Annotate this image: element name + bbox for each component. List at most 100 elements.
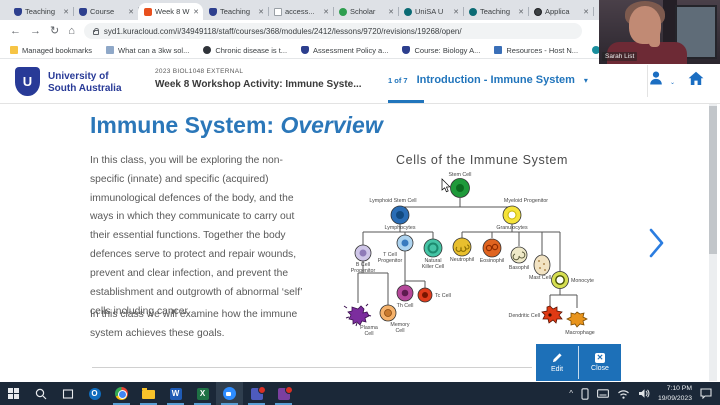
chevron-down-icon[interactable]: ⌄	[669, 79, 675, 86]
tab-close-icon[interactable]: ✕	[388, 8, 394, 16]
browser-tab[interactable]: Teaching ✕	[463, 3, 529, 20]
tab-close-icon[interactable]: ✕	[518, 8, 524, 16]
b-progenitor-label: B Cell	[356, 262, 370, 268]
browser-tab[interactable]: Course ✕	[73, 3, 139, 20]
lesson-header: U University of South Australia 2023 BIO…	[0, 59, 720, 104]
plasma-antibodies	[343, 303, 372, 327]
heading-text: Immune System:	[90, 112, 281, 138]
bookmark-item[interactable]: Assessment Policy a...	[301, 46, 388, 55]
clock-date: 19/09/2023	[657, 394, 692, 402]
tab-favicon	[274, 7, 282, 16]
memory-label2: Cell	[395, 328, 404, 334]
zoom-app-button[interactable]	[216, 382, 243, 405]
header-divider	[647, 65, 648, 97]
tab-close-icon[interactable]: ✕	[583, 8, 589, 16]
active-page-underline	[388, 100, 424, 103]
tab-close-icon[interactable]: ✕	[453, 8, 459, 16]
file-explorer-button[interactable]	[135, 382, 162, 405]
bookmark-label: Chronic disease is t...	[215, 45, 288, 55]
user-icon[interactable]	[649, 70, 666, 86]
browser-tab[interactable]: Applica ✕	[528, 3, 594, 20]
bookmark-item[interactable]: Chronic disease is t...	[203, 46, 287, 55]
bookmark-managed[interactable]: Managed bookmarks	[10, 46, 92, 55]
outlook-button[interactable]: O	[81, 382, 108, 405]
phone-icon[interactable]	[581, 387, 589, 400]
back-icon[interactable]: ←	[10, 24, 21, 37]
webcam-name-label: Sarah List	[602, 52, 638, 61]
browser-tab-active[interactable]: Week 8 W ✕	[138, 3, 203, 20]
edit-button[interactable]: Edit	[536, 344, 578, 381]
chevron-down-icon[interactable]: ▾	[583, 75, 588, 85]
mast-cell-label: Mast Cell	[529, 275, 551, 281]
browser-tab[interactable]: UniSA U ✕	[398, 3, 464, 20]
t-progenitor-label2: Progenitor	[378, 258, 403, 264]
panel-divider	[578, 346, 579, 379]
dendritic-nucleus	[548, 313, 552, 317]
tab-label: Week 8 W	[155, 7, 190, 16]
tab-close-icon[interactable]: ✕	[193, 8, 199, 16]
scrollbar-thumb[interactable]	[709, 106, 717, 254]
tab-close-icon[interactable]: ✕	[323, 8, 329, 16]
webcam-person-hand	[649, 30, 660, 47]
close-button[interactable]: ✕ Close	[579, 344, 621, 381]
bookmark-label: Course: Biology A...	[414, 45, 481, 55]
reload-icon[interactable]: ↻	[50, 24, 60, 37]
word-button[interactable]: W	[162, 382, 189, 405]
bookmark-item[interactable]: Resources - Host N...	[494, 46, 578, 55]
teams-button[interactable]	[243, 382, 270, 405]
immune-diagram: Cells of the Immune System Stem Cell Lym…	[343, 153, 595, 337]
forward-icon[interactable]: →	[30, 24, 41, 37]
home-icon[interactable]	[688, 71, 704, 86]
page-selector[interactable]: 1 of 7 Introduction - Immune System ▾	[388, 74, 588, 86]
close-label: Close	[591, 365, 609, 372]
excel-button[interactable]: X	[189, 382, 216, 405]
granulocytes-label: Granulocytes	[496, 225, 528, 231]
eosinophil-nucleus	[485, 244, 493, 252]
eosinophil-label: Eosinophil	[480, 258, 504, 264]
stem-cell-nucleus	[456, 184, 464, 192]
home-icon[interactable]: ⌂	[68, 24, 75, 37]
browser-tab[interactable]: Teaching ✕	[203, 3, 269, 20]
start-button[interactable]	[0, 382, 27, 405]
tray-expand-icon[interactable]: ^	[569, 389, 573, 398]
tc-nucleus	[422, 292, 428, 298]
unisa-name-line2: South Australia	[48, 83, 122, 94]
stem-cell-label: Stem Cell	[449, 172, 472, 178]
chrome-button[interactable]	[108, 382, 135, 405]
tab-close-icon[interactable]: ✕	[63, 8, 69, 16]
keyboard-icon[interactable]	[597, 389, 609, 398]
course-title: Week 8 Workshop Activity: Immune Syste..…	[155, 79, 362, 90]
taskbar-clock[interactable]: 7:10 PM 19/09/2023	[658, 384, 692, 402]
tab-label: Teaching	[480, 7, 511, 16]
search-icon	[35, 388, 46, 399]
browser-tab[interactable]: access... ✕	[268, 3, 334, 20]
mast-cell-node	[533, 254, 551, 276]
tab-close-icon[interactable]: ✕	[258, 8, 264, 16]
app-with-badge-button[interactable]	[270, 382, 297, 405]
url-field[interactable]: syd1.kuracloud.com/i/34949118/staff/cour…	[83, 23, 582, 39]
tab-close-icon[interactable]: ✕	[128, 8, 134, 16]
tree-line	[399, 198, 513, 208]
bookmark-item[interactable]: Course: Biology A...	[402, 46, 480, 55]
app-badge-icon	[277, 385, 293, 400]
wifi-icon[interactable]	[617, 389, 630, 399]
speaker-icon[interactable]	[638, 388, 650, 399]
mouse-cursor	[441, 178, 451, 193]
browser-tab[interactable]: Teaching ✕	[8, 3, 74, 20]
myeloid-nucleus	[507, 210, 517, 220]
tc-cell-label: Tc Cell	[435, 293, 451, 299]
tab-label: Course	[90, 7, 115, 16]
nk-nucleus	[427, 242, 439, 254]
notification-icon[interactable]	[700, 388, 712, 399]
tab-label: access...	[285, 7, 315, 16]
search-button[interactable]	[27, 382, 54, 405]
bookmark-item[interactable]: What can a 3kw sol...	[106, 46, 189, 55]
folder-icon	[142, 388, 155, 399]
folder-icon	[10, 46, 18, 54]
bookmark-favicon	[494, 46, 503, 54]
pencil-icon	[552, 353, 562, 363]
browser-tab[interactable]: Scholar ✕	[333, 3, 399, 20]
dendritic-label: Dendritic Cell	[509, 313, 541, 319]
task-view-button[interactable]	[54, 382, 81, 405]
next-page-chevron[interactable]	[648, 227, 666, 259]
